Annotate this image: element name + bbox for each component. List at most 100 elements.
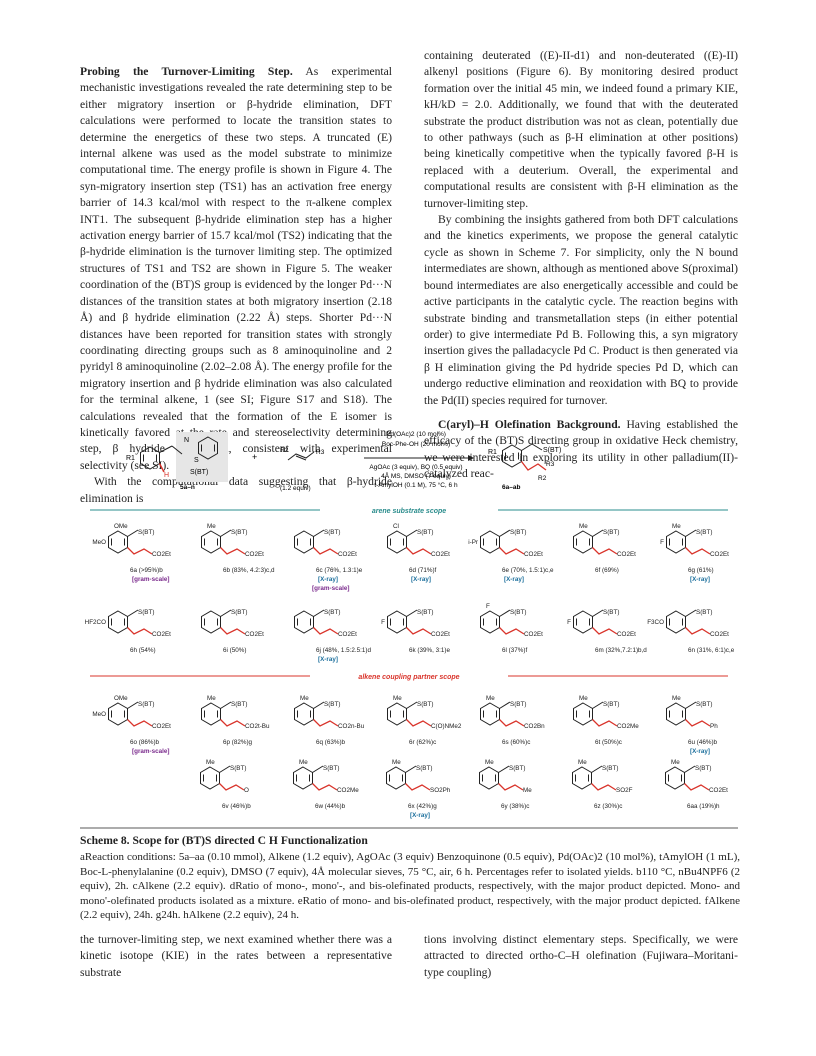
left-paragraph-1: Probing the Turnover-Limiting Step. As e… [80, 64, 392, 474]
top-substituent: Me [300, 695, 309, 702]
substrate-s-label: S [194, 457, 199, 464]
ester-label: CO2Et [338, 551, 357, 558]
ester-label: CO2n-Bu [338, 723, 365, 730]
sbt-label: S(BT) [417, 609, 433, 616]
reaction-header: H R1 S(BT) N S 5a–n + R2 R3 (1.2 equiv) … [126, 431, 561, 492]
benzene-ring [573, 702, 593, 726]
ch2-bond [685, 529, 697, 537]
ch2-bond [313, 701, 325, 709]
condition-3: AgOAc (3 equiv), BQ (0.5 equiv) [369, 464, 462, 471]
benzene-ring [293, 766, 313, 790]
alkene-r3-label: R3 [316, 449, 325, 456]
vinyl-bond [219, 783, 245, 791]
condition-4: 4Å MS, DMSO (7 equiv) [381, 471, 451, 480]
ch2-bond [127, 529, 139, 537]
benzene-ring [572, 766, 592, 790]
sbt-label: S(BT) [231, 609, 247, 616]
alkene-section-label: alkene coupling partner scope [358, 674, 459, 681]
ch2-bond [592, 529, 604, 537]
left-substituent: MeO [92, 711, 106, 718]
alkene-r2-label: R2 [280, 447, 289, 454]
vinyl-bond [406, 627, 432, 635]
vinyl-bond [499, 627, 525, 635]
substrate-h-label: H [164, 472, 169, 479]
vinyl-bond [591, 783, 617, 791]
alkene-equiv: (1.2 equiv) [280, 485, 311, 492]
ch2-bond [499, 529, 511, 537]
ch2-bond [684, 765, 696, 773]
top-substituent: Me [579, 523, 588, 530]
ch2-bond [685, 701, 697, 709]
vinyl-bond [592, 627, 618, 635]
product-r1-label: R1 [488, 449, 497, 456]
compound-note: [X-ray] [410, 812, 430, 819]
condition-5: t-AmylOH (0.1 M), 75 °C, 6 h [374, 481, 458, 489]
product-sbt-label: S(BT) [543, 447, 561, 454]
vinyl-bond [405, 783, 431, 791]
benzene-ring [294, 530, 314, 554]
ch2-bond [498, 765, 510, 773]
ester-label: CO2Et [152, 631, 171, 638]
left-paragraph-1-text: As experimental mechanistic investigatio… [80, 65, 392, 472]
compound-label: 6j (48%, 1.5:2.5:1)d [316, 647, 371, 654]
compound-note: [X-ray] [690, 576, 710, 583]
benzene-ring [108, 702, 128, 726]
top-substituent: Me [206, 759, 215, 766]
vinyl-bond [499, 547, 525, 555]
compound-label: 6i (50%) [223, 647, 246, 654]
sbt-label: S(BT) [324, 609, 340, 616]
benzene-ring [666, 702, 686, 726]
ester-label: CO2Et [152, 723, 171, 730]
ch2-bond [220, 609, 232, 617]
benzene-ring [480, 702, 500, 726]
compound-label: 6p (82%)g [223, 739, 253, 746]
compound-label: 6x (42%)g [408, 803, 437, 810]
compound-label: 6l (37%)f [502, 647, 527, 654]
benzene-ring [201, 702, 221, 726]
benzene-ring [294, 610, 314, 634]
sbt-label: S(BT) [696, 609, 712, 616]
compound-label: 6c (76%, 1.3:1)e [316, 567, 363, 574]
benzene-ring [387, 530, 407, 554]
benzene-ring [201, 530, 221, 554]
vinyl-bond [685, 547, 711, 555]
sbt-label: S(BT) [324, 529, 340, 536]
right-column: containing deuterated ((E)-II-d1) and no… [424, 48, 738, 483]
substrate-r1-label: R1 [126, 455, 135, 462]
top-substituent: OMe [114, 523, 128, 530]
ester-label: CO2Et [431, 551, 450, 558]
ester-label: CO2Et [245, 631, 264, 638]
compound-note: [X-ray] [690, 748, 710, 755]
vinyl-bond [127, 627, 153, 635]
sbt-label: S(BT) [230, 765, 246, 772]
ester-label: SO2Ph [430, 787, 451, 794]
compound-label: 6b (83%, 4.2:3)c,d [223, 567, 275, 574]
substrate-n-label: N [184, 437, 189, 444]
benzene-ring [480, 610, 500, 634]
ester-label: CO2Et [710, 551, 729, 558]
benzene-ring [666, 610, 686, 634]
vinyl-bond [684, 783, 710, 791]
top-substituent: Cl [393, 523, 399, 530]
left-substituent: i-Pr [468, 539, 478, 546]
compound-label: 6n (31%, 6:1)c,e [688, 647, 735, 654]
plus-sign: + [252, 452, 257, 462]
vinyl-bond [499, 719, 525, 727]
compound-note: [gram-scale] [132, 748, 169, 755]
left-substituent: F [381, 619, 385, 626]
section-heading-turnover: Probing the Turnover-Limiting Step. [80, 65, 293, 78]
